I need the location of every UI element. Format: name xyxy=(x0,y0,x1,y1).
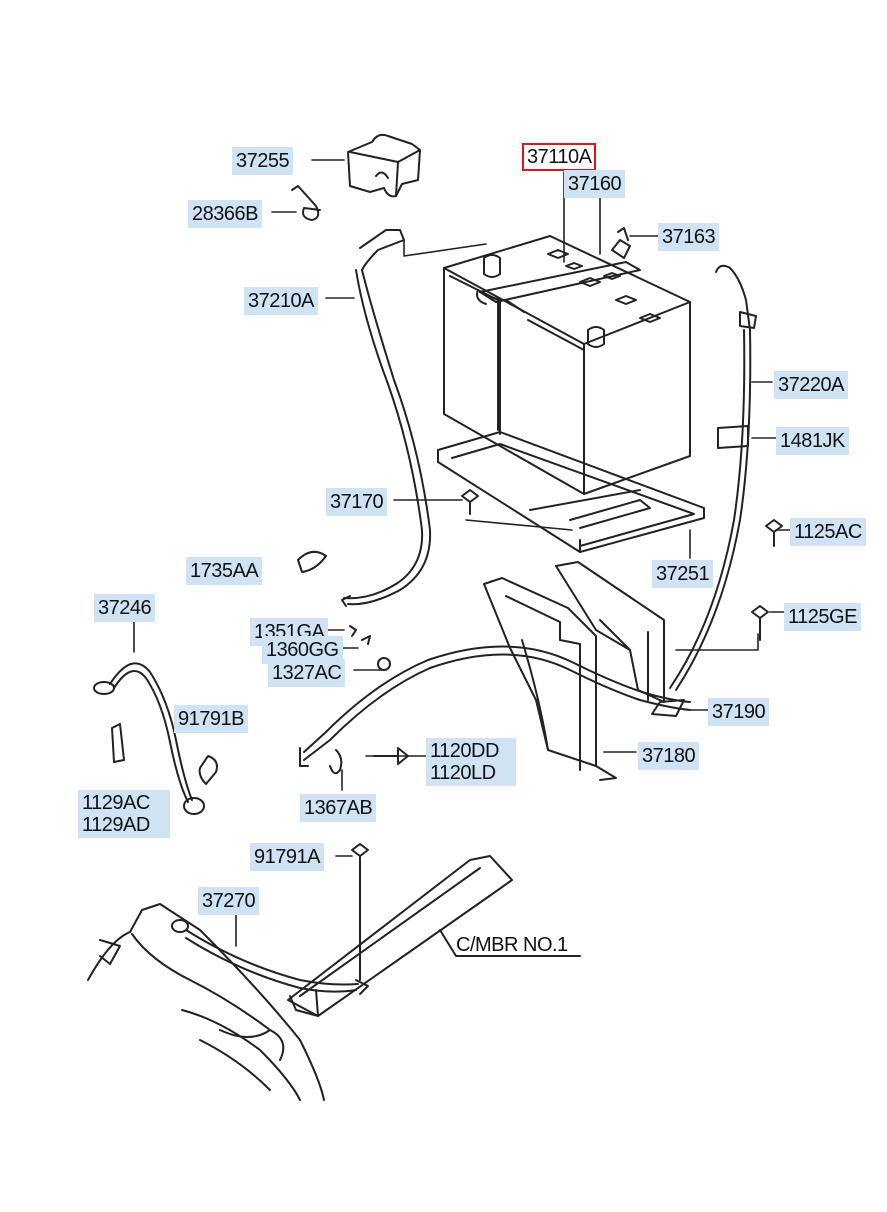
callout-leaders xyxy=(133,159,791,947)
part-label-37170[interactable]: 37170 xyxy=(326,488,388,516)
negative-cable xyxy=(651,264,757,717)
battery-terminal-cover xyxy=(347,133,421,198)
part-label-1125AC[interactable]: 1125AC xyxy=(790,518,866,546)
part-label-37220A[interactable]: 37220A xyxy=(774,371,848,399)
part-label-37163[interactable]: 37163 xyxy=(658,223,720,251)
part-label-1125GE[interactable]: 1125GE xyxy=(784,603,861,631)
part-label-37160[interactable]: 37160 xyxy=(564,170,626,198)
part-label-37251[interactable]: 37251 xyxy=(652,560,714,588)
part-label-37246[interactable]: 37246 xyxy=(94,594,156,622)
part-label-37190[interactable]: 37190 xyxy=(708,698,770,726)
part-label-37110A-selected[interactable]: 37110A xyxy=(522,143,597,171)
part-label-1481JK[interactable]: 1481JK xyxy=(776,427,849,455)
cable-clip xyxy=(291,185,321,221)
vehicle-body-member xyxy=(87,855,581,1101)
part-label-1735AA[interactable]: 1735AA xyxy=(186,557,263,585)
part-label-28366B[interactable]: 28366B xyxy=(188,200,262,228)
battery-bracket xyxy=(483,561,665,781)
part-label-1129AC-text: 1129AC xyxy=(82,792,150,814)
part-label-91791B[interactable]: 91791B xyxy=(174,705,248,733)
positive-cable xyxy=(341,229,432,607)
battery xyxy=(443,227,691,495)
part-label-1120LD-text: 1120LD xyxy=(430,762,496,784)
part-label-37180[interactable]: 37180 xyxy=(638,742,700,770)
part-label-1367AB[interactable]: 1367AB xyxy=(300,794,377,822)
part-label-1327AC[interactable]: 1327AC xyxy=(268,659,346,687)
part-label-37210A[interactable]: 37210A xyxy=(244,287,318,315)
part-label-37255[interactable]: 37255 xyxy=(232,147,294,175)
battery-tray xyxy=(437,431,705,553)
part-label-1120DD-1120LD[interactable]: 1120DD 1120LD xyxy=(426,738,516,786)
part-label-1129AD-text: 1129AD xyxy=(82,814,150,836)
part-label-1120DD-text: 1120DD xyxy=(430,740,499,762)
part-label-91791A[interactable]: 91791A xyxy=(250,843,324,871)
crossmember-note: C/MBR NO.1 xyxy=(456,934,568,956)
ground-strap xyxy=(93,662,218,815)
ground-cable xyxy=(171,879,369,995)
part-label-37270[interactable]: 37270 xyxy=(198,887,260,915)
part-label-1129AC-1129AD[interactable]: 1129AC 1129AD xyxy=(78,790,170,838)
fasteners xyxy=(297,489,783,881)
battery-cable xyxy=(299,645,691,767)
